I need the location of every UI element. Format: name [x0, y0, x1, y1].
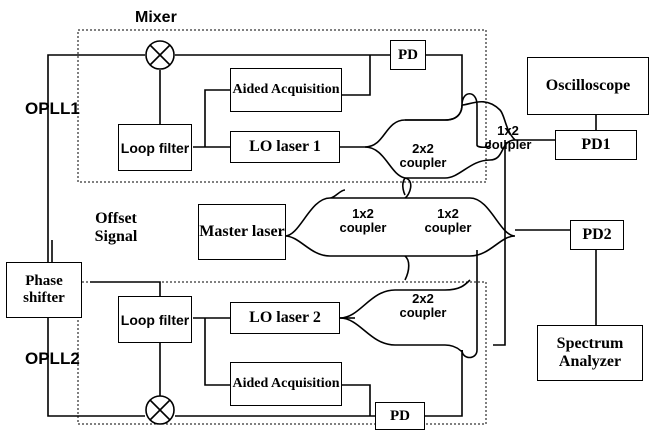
loop-filter-1-box: Loop filter [118, 124, 192, 171]
pd-bottom-to-acq2-wire [342, 384, 371, 416]
master-laser-box: Master laser [198, 204, 286, 260]
spectrum-analyzer-box: Spectrum Analyzer [537, 325, 643, 381]
pd-bottom-box: PD [375, 402, 425, 430]
opll1-enclosure [77, 29, 487, 183]
pd1-box: PD1 [555, 130, 637, 160]
pd-top-box: PD [390, 40, 426, 70]
offset-signal-box: Offset Signal [94, 210, 138, 245]
oscilloscope-box: Oscilloscope [527, 57, 649, 115]
loop-filter-2-box: Loop filter [118, 296, 192, 343]
coupler-2x2-top-label: 2x2 coupler [399, 141, 447, 170]
mixer-bottom-icon [145, 395, 175, 425]
coupler-1x2-right-label: 1x2 coupler [484, 123, 532, 152]
mixer-top-icon [145, 40, 175, 70]
lo-laser-1-box: LO laser 1 [230, 131, 340, 163]
coupler-1x2-master [284, 189, 516, 257]
lo-laser-2-box: LO laser 2 [230, 302, 340, 334]
coupler-1x2-master-right-label: 1x2 coupler [424, 206, 472, 235]
coupler-1x2-master-left-label: 1x2 coupler [339, 206, 387, 235]
pd-to-acq1-wire [342, 55, 371, 96]
coupler-2x2-bottom [339, 279, 471, 353]
right-vertical-wire [493, 140, 506, 346]
aided-acquisition-2-box: Aided Acquisition [230, 362, 342, 406]
opll1-label: OPLL1 [25, 99, 80, 118]
pd-bottom-right-wire [425, 350, 463, 417]
pd-top-right-wire [425, 54, 478, 106]
mixer-label: Mixer [135, 9, 177, 26]
opll2-label: OPLL2 [25, 349, 80, 368]
acq2-branch-wire [204, 318, 230, 386]
aided-acquisition-1-box: Aided Acquisition [230, 68, 342, 112]
outer-loop-wire [47, 54, 145, 417]
coupler-2x2-bottom-label: 2x2 coupler [399, 291, 447, 320]
opll2-enclosure [77, 281, 487, 425]
acq1-branch-wire [204, 89, 230, 147]
pd2-box: PD2 [570, 220, 624, 250]
phaseshifter-to-mixer2-wire [90, 281, 161, 400]
phase-shifter-box: Phase shifter [6, 262, 82, 318]
